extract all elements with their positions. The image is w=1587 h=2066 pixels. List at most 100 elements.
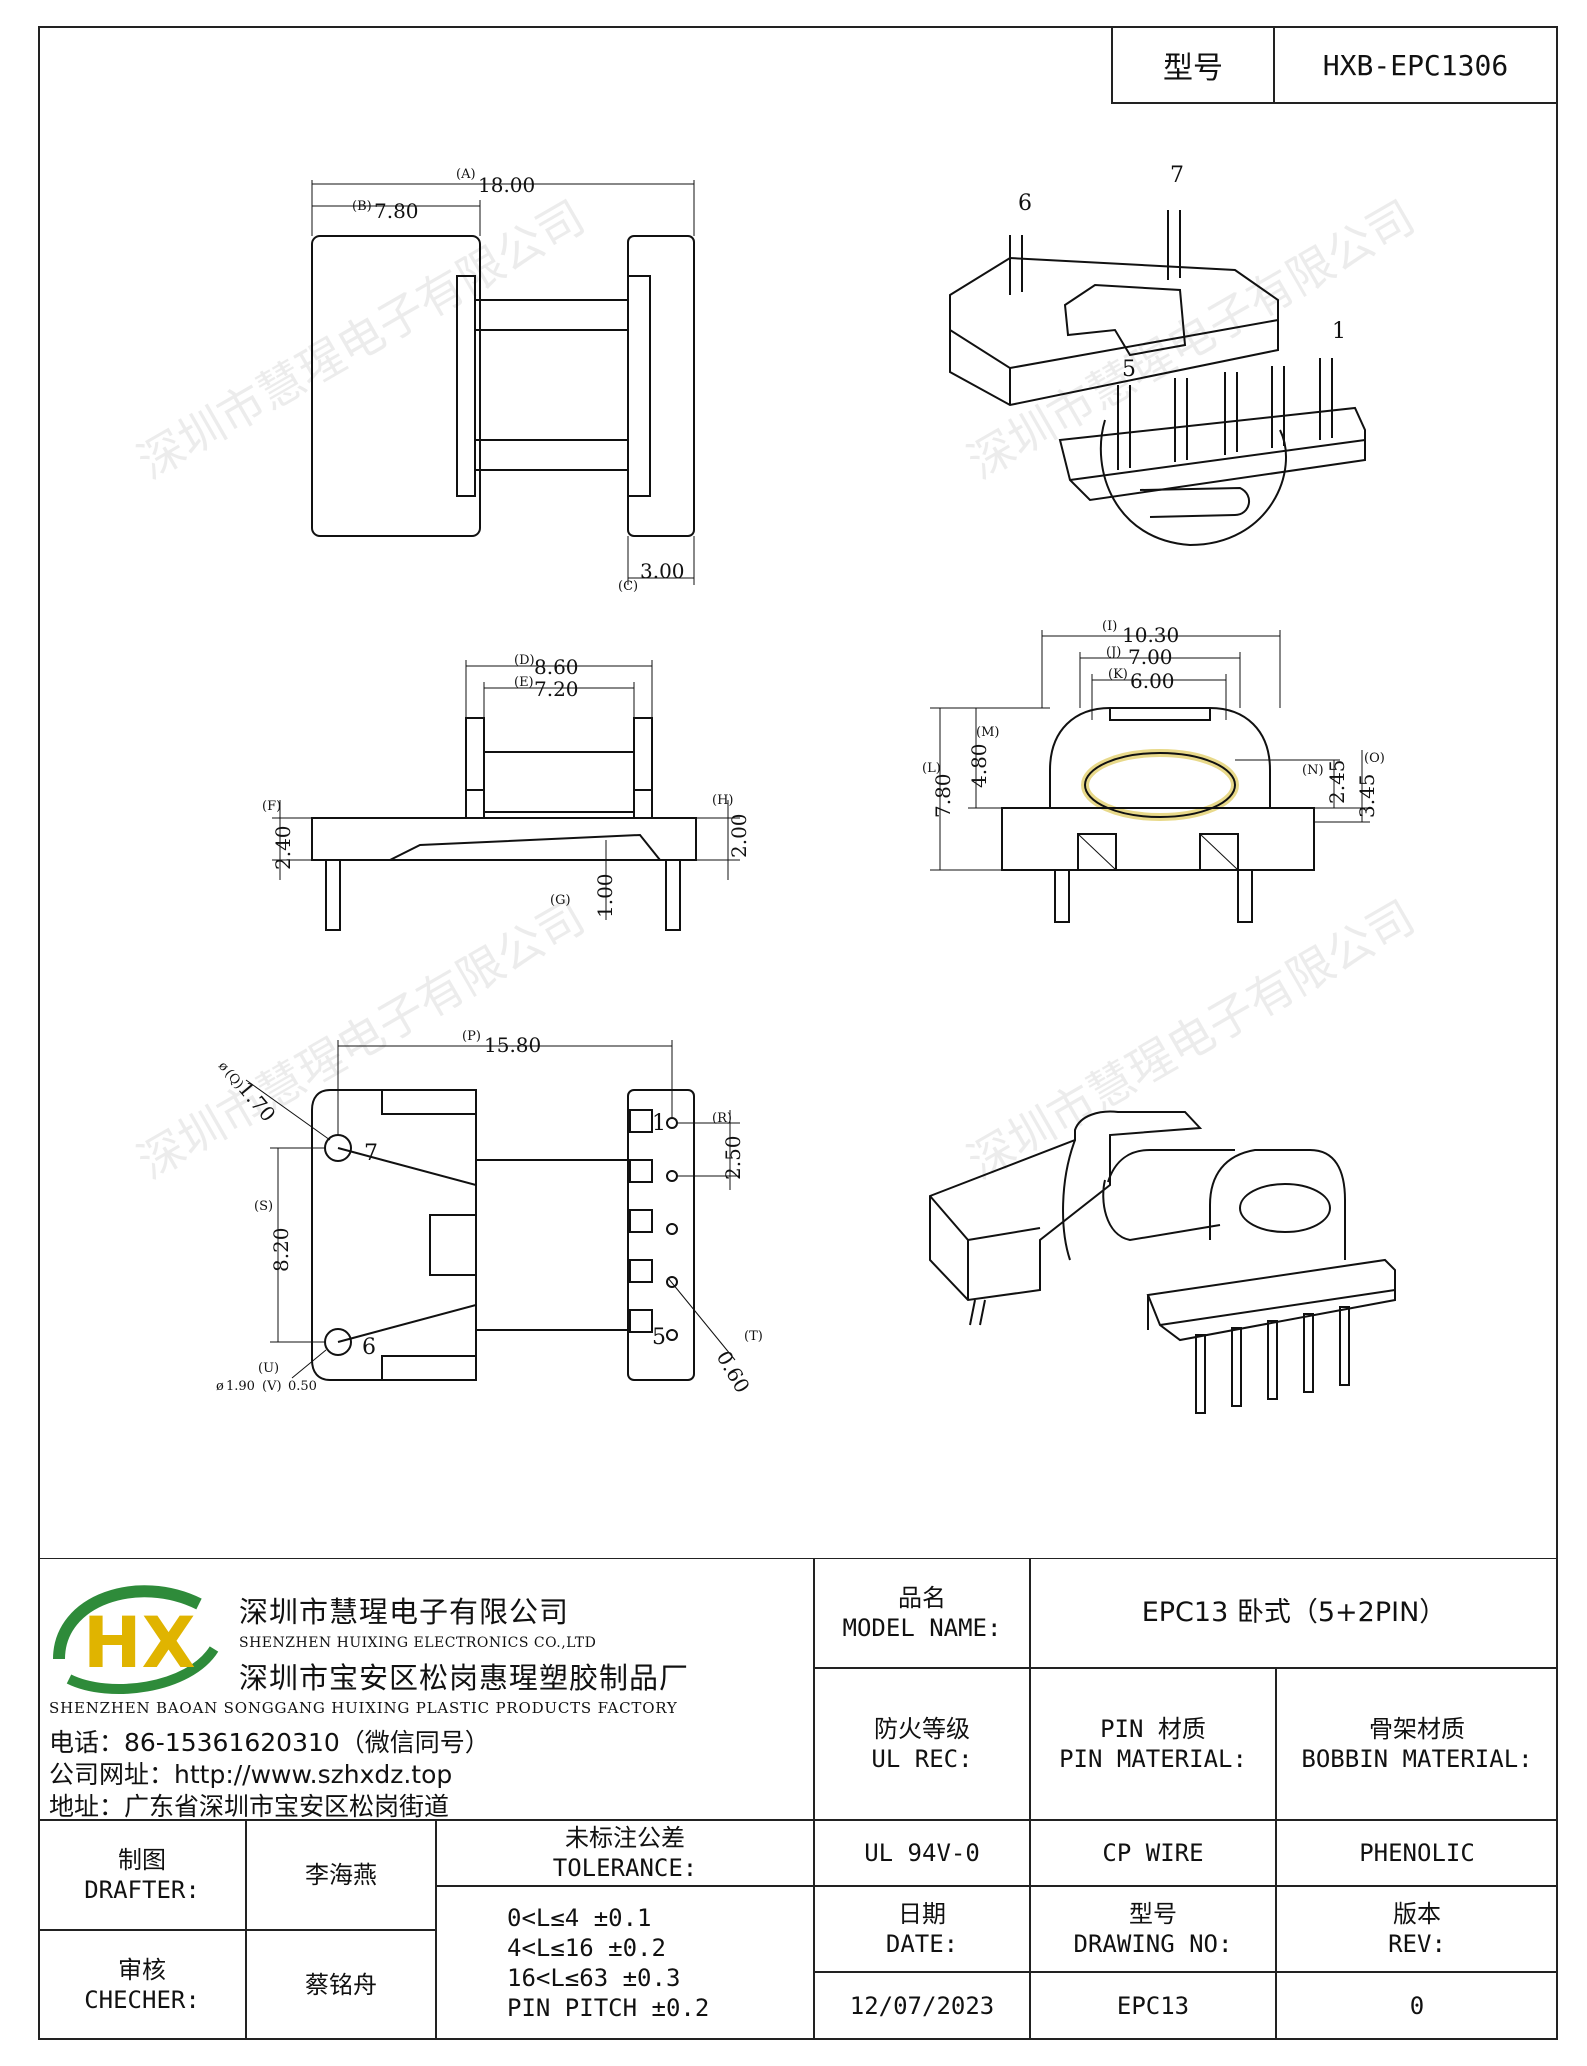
- watermark-4: 深圳市慧瑆电子有限公司: [959, 890, 1424, 1190]
- dim-L: 7.80: [931, 773, 955, 818]
- tolerance-line: 16<L≤63 ±0.3: [507, 1964, 681, 1992]
- dim-N: 2.45: [1325, 759, 1349, 804]
- company-address: 地址：广东省深圳市宝安区松岗街道: [49, 1792, 450, 1821]
- dim-letter-R: (R): [712, 1111, 732, 1126]
- dim-letter-K: (K): [1108, 667, 1128, 682]
- dim-letter-L: (L): [922, 761, 941, 776]
- dim-letter-F: (F): [262, 799, 281, 814]
- factory-name-en: SHENZHEN BAOAN SONGGANG HUIXING PLASTIC …: [49, 1699, 678, 1717]
- dim-V: 0.50: [288, 1379, 317, 1394]
- dim-J: 7.00: [1128, 645, 1173, 669]
- top-view: (A) 18.00 (B) 7.80 (C) 3.00: [311, 167, 695, 594]
- dim-U: 1.90: [226, 1379, 255, 1394]
- bobbin-material-label: 骨架材质 BOBBIN MATERIAL:: [1276, 1668, 1558, 1820]
- dim-F: 2.40: [271, 825, 295, 870]
- checker-en: CHECHER:: [84, 1986, 200, 2014]
- dim-letter-O: (O): [1364, 751, 1385, 766]
- dim-letter-D: (D): [514, 653, 535, 668]
- model-name-value: EPC13 卧式（5+2PIN）: [1030, 1558, 1558, 1668]
- tolerance-label: 未标注公差 TOLERANCE:: [436, 1820, 814, 1886]
- pin-label-1: 1: [1332, 319, 1346, 344]
- model-header: 型号 HXB-EPC1306: [1111, 26, 1558, 104]
- bobbin-material-en: BOBBIN MATERIAL:: [1301, 1745, 1533, 1773]
- date-value: 12/07/2023: [814, 1972, 1030, 2040]
- title-block: HX 深圳市慧瑆电子有限公司 SHENZHEN HUIXING ELECTRON…: [38, 1558, 1558, 2040]
- pin-material-value: CP WIRE: [1030, 1820, 1276, 1886]
- rev-cn: 版本: [1393, 1900, 1441, 1928]
- pin-label-5: 5: [1122, 357, 1136, 382]
- tolerance-line: 4<L≤16 ±0.2: [507, 1934, 666, 1962]
- pin-material-en: PIN MATERIAL:: [1059, 1745, 1247, 1773]
- dim-letter-B: (B): [352, 199, 372, 214]
- pin-material-cn: PIN 材质: [1100, 1715, 1206, 1743]
- technical-drawing: 深圳市慧瑆电子有限公司 深圳市慧瑆电子有限公司 深圳市慧瑆电子有限公司 深圳市慧…: [129, 163, 1424, 1414]
- dim-P: 15.80: [484, 1033, 541, 1057]
- checker-name: 蔡铭舟: [246, 1930, 436, 2040]
- dim-I: 10.30: [1122, 623, 1179, 647]
- dim-letter-H: (H): [712, 793, 733, 808]
- watermark-1: 深圳市慧瑆电子有限公司: [129, 190, 594, 490]
- dim-letter-P: (P): [462, 1029, 481, 1044]
- company-website: 公司网址：http://www.szhxdz.top: [49, 1760, 453, 1789]
- date-en: DATE:: [885, 1930, 959, 1958]
- ul-rec-cn: 防火等级: [874, 1715, 970, 1743]
- dim-K: 6.00: [1130, 669, 1175, 693]
- dim-letter-E: (E): [514, 675, 534, 690]
- rev-label: 版本 REV:: [1276, 1886, 1558, 1972]
- bobbin-material-value: PHENOLIC: [1276, 1820, 1558, 1886]
- dim-letter-I: (I): [1102, 619, 1117, 634]
- dim-C: 3.00: [640, 559, 685, 583]
- company-name-cn: 深圳市慧瑆电子有限公司: [239, 1595, 570, 1629]
- dim-D: 8.60: [534, 655, 579, 679]
- drawing-no-cn: 型号: [1129, 1900, 1177, 1928]
- pin-material-label: PIN 材质 PIN MATERIAL:: [1030, 1668, 1276, 1820]
- drafter-name: 李海燕: [246, 1820, 436, 1930]
- dim-letter-M: (M): [976, 725, 999, 740]
- bottom-pin-5: 5: [652, 1325, 666, 1350]
- model-name-cn: 品名: [898, 1584, 946, 1612]
- rev-en: REV:: [1388, 1930, 1446, 1958]
- company-panel: HX 深圳市慧瑆电子有限公司 SHENZHEN HUIXING ELECTRON…: [38, 1558, 814, 1821]
- ul-rec-label: 防火等级 UL REC:: [814, 1668, 1030, 1820]
- pin-label-7: 7: [1170, 163, 1184, 188]
- dim-B: 7.80: [374, 199, 419, 223]
- bottom-pin-1: 1: [652, 1111, 666, 1136]
- dim-letter-C: (C): [618, 579, 638, 594]
- model-name-label: 品名 MODEL NAME:: [814, 1558, 1030, 1668]
- tolerance-line: 0<L≤4 ±0.1: [507, 1904, 652, 1932]
- company-logo: HX: [53, 1585, 219, 1694]
- model-value: HXB-EPC1306: [1322, 48, 1509, 82]
- iso-view-top: 6 7 1 5: [949, 163, 1366, 547]
- drafter-cn: 制图: [118, 1846, 166, 1874]
- watermark-2: 深圳市慧瑆电子有限公司: [959, 190, 1424, 490]
- side-view: (D) 8.60 (E) 7.20 (F) 2.40 (H) 2.00 (G) …: [262, 653, 751, 931]
- drawing-no-label: 型号 DRAWING NO:: [1030, 1886, 1276, 1972]
- pin-label-6: 6: [1018, 191, 1032, 216]
- dim-letter-V: (V): [262, 1379, 282, 1394]
- dim-S: 8.20: [269, 1227, 293, 1272]
- drawing-no-en: DRAWING NO:: [1073, 1930, 1233, 1958]
- dim-letter-N: (N): [1302, 763, 1324, 778]
- bobbin-material-cn: 骨架材质: [1369, 1715, 1465, 1743]
- date-cn: 日期: [898, 1900, 946, 1928]
- front-view: (I) 10.30 (J) 7.00 (K) 6.00 (L) 7.80 (M)…: [922, 619, 1385, 923]
- ul-rec-en: UL REC:: [871, 1745, 973, 1773]
- ul-value: UL 94V-0: [814, 1820, 1030, 1886]
- tolerance-table: 0<L≤4 ±0.1 4<L≤16 ±0.2 16<L≤63 ±0.3 PIN …: [436, 1886, 814, 2040]
- logo-text: HX: [83, 1602, 196, 1684]
- watermarks: 深圳市慧瑆电子有限公司 深圳市慧瑆电子有限公司 深圳市慧瑆电子有限公司 深圳市慧…: [129, 190, 1424, 1190]
- tolerance-en: TOLERANCE:: [552, 1854, 698, 1882]
- dim-O: 3.45: [1355, 773, 1379, 818]
- dim-U-prefix: ø: [216, 1379, 224, 1394]
- dim-M: 4.80: [967, 743, 991, 788]
- factory-name-cn: 深圳市宝安区松岗惠瑆塑胶制品厂: [239, 1661, 690, 1695]
- drawing-no-value: EPC13: [1030, 1972, 1276, 2040]
- dim-letter-A: (A): [456, 167, 476, 182]
- dim-R: 2.50: [721, 1135, 745, 1180]
- dim-E: 7.20: [534, 677, 579, 701]
- company-name-en: SHENZHEN HUIXING ELECTRONICS CO.,LTD: [239, 1635, 597, 1651]
- tolerance-line: PIN PITCH ±0.2: [507, 1994, 710, 2022]
- dim-A: 18.00: [478, 173, 535, 197]
- company-phone: 电话：86-15361620310（微信同号）: [49, 1728, 490, 1757]
- bottom-pin-6: 6: [362, 1335, 376, 1360]
